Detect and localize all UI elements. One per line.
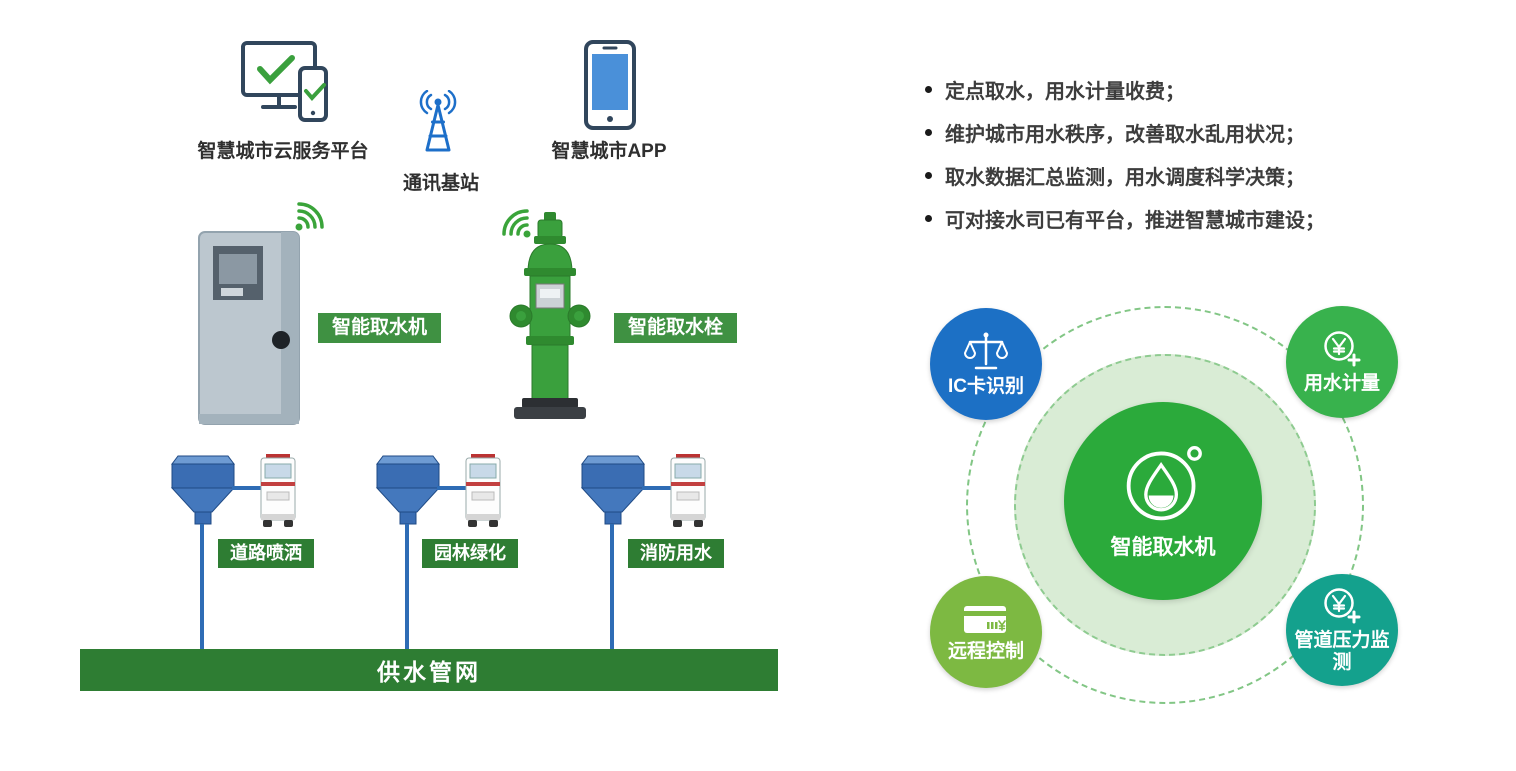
feature-remote-control: 远程控制 bbox=[930, 576, 1042, 688]
connector-line bbox=[642, 486, 672, 490]
bullet-icon bbox=[925, 215, 932, 222]
feature-label: 用水计量 bbox=[1303, 372, 1380, 394]
wifi-signal-icon bbox=[294, 198, 330, 232]
usage-badge-landscaping: 园林绿化 bbox=[422, 539, 518, 568]
pipe-line bbox=[200, 524, 204, 654]
usage-badge-road-spray: 道路喷洒 bbox=[218, 539, 314, 568]
bullet-text: 维护城市用水秩序，改善取水乱用状况； bbox=[945, 124, 1305, 146]
bullet-text: 可对接水司已有平台，推进智慧城市建设； bbox=[945, 210, 1325, 232]
yen-meter-icon bbox=[1321, 330, 1363, 370]
bullet-icon bbox=[925, 86, 932, 93]
dispenser-badge: 智能取水机 bbox=[318, 313, 442, 343]
connector-line bbox=[437, 486, 467, 490]
feature-pipe-pressure-monitoring: 管道压力监测 bbox=[1286, 574, 1398, 686]
water-funnel-icon bbox=[580, 454, 646, 528]
feature-label: 管道压力监测 bbox=[1294, 630, 1390, 673]
usage-badge-fire-water: 消防用水 bbox=[628, 539, 724, 568]
cloud-platform-label: 智慧城市云服务平台 bbox=[197, 141, 369, 162]
truck-icon bbox=[258, 452, 298, 528]
bullet-icon bbox=[925, 172, 932, 179]
water-funnel-icon bbox=[170, 454, 236, 528]
bullet-text: 取水数据汇总监测，用水调度科学决策； bbox=[945, 167, 1305, 189]
list-item: 取水数据汇总监测，用水调度科学决策； bbox=[925, 154, 1325, 197]
feature-label: IC卡识别 bbox=[947, 375, 1024, 397]
pipe-line bbox=[610, 524, 614, 654]
benefit-list: 定点取水，用水计量收费； 维护城市用水秩序，改善取水乱用状况； 取水数据汇总监测… bbox=[925, 68, 1325, 240]
center-circle-smart-dispenser: 智能取水机 bbox=[1064, 402, 1262, 600]
wifi-signal-icon bbox=[496, 205, 532, 239]
yen-meter-icon bbox=[1321, 587, 1363, 627]
base-station-label: 通讯基站 bbox=[402, 173, 479, 194]
truck-icon bbox=[463, 452, 503, 528]
pipe-line bbox=[405, 524, 409, 654]
base-station-icon bbox=[405, 90, 471, 166]
city-app-icon bbox=[582, 38, 638, 132]
hydrant-badge: 智能取水栓 bbox=[614, 313, 738, 343]
list-item: 可对接水司已有平台，推进智慧城市建设； bbox=[925, 197, 1325, 240]
list-item: 定点取水，用水计量收费； bbox=[925, 68, 1325, 111]
water-drop-icon bbox=[1121, 442, 1205, 526]
outer-dashed-ring bbox=[966, 306, 1364, 704]
feature-ic-card-recognition: IC卡识别 bbox=[930, 308, 1042, 420]
cloud-platform-icon bbox=[240, 40, 332, 128]
water-hydrant bbox=[500, 210, 600, 422]
water-funnel-icon bbox=[375, 454, 441, 528]
feature-label: 远程控制 bbox=[947, 640, 1024, 662]
list-item: 维护城市用水秩序，改善取水乱用状况； bbox=[925, 111, 1325, 154]
feature-water-metering: 用水计量 bbox=[1286, 306, 1398, 418]
connector-line bbox=[232, 486, 262, 490]
center-label: 智能取水机 bbox=[1110, 535, 1216, 559]
city-app-label: 智慧城市APP bbox=[551, 141, 667, 162]
bullet-text: 定点取水，用水计量收费； bbox=[945, 81, 1185, 103]
water-dispenser-machine bbox=[193, 230, 311, 430]
ic-card-icon bbox=[963, 602, 1009, 638]
truck-icon bbox=[668, 452, 708, 528]
pipe-network-bar: 供水管网 bbox=[80, 649, 778, 691]
bullet-icon bbox=[925, 129, 932, 136]
scales-icon bbox=[964, 331, 1008, 373]
